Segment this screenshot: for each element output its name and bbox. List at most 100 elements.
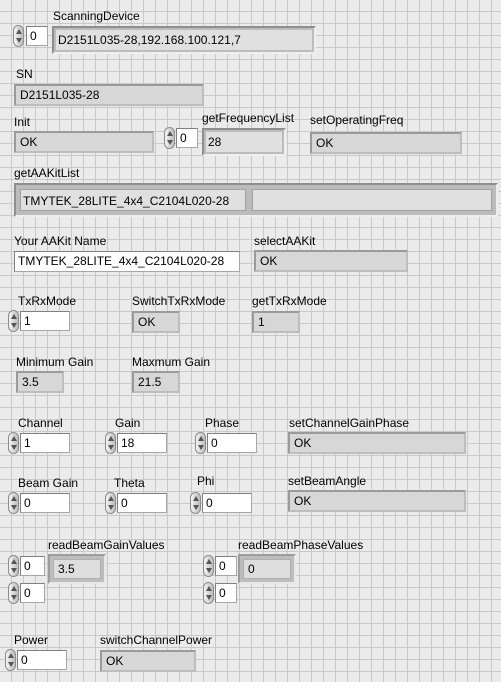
decrement-icon — [167, 140, 173, 145]
theta-input[interactable]: 0 — [117, 493, 167, 513]
maximum-gain-value: 21.5 — [132, 371, 180, 393]
increment-icon — [11, 586, 17, 591]
increment-icon — [8, 653, 14, 658]
aakit-list-indicator: TMYTEK_28LITE_4x4_C2104L020-28 — [14, 183, 498, 217]
theta-label: Theta — [114, 476, 145, 490]
switch-channel-power-value: OK — [100, 650, 196, 672]
init-label: Init — [14, 115, 31, 129]
decrement-icon — [11, 323, 17, 328]
read-beam-gain-array: 3.5 — [48, 554, 106, 584]
frequency-index-spinner[interactable] — [164, 127, 175, 149]
sn-label: SN — [16, 67, 33, 81]
aakit-list-value: TMYTEK_28LITE_4x4_C2104L020-28 — [20, 189, 246, 211]
txrx-mode-input[interactable]: 1 — [20, 311, 70, 331]
increment-icon — [11, 496, 17, 501]
phase-spinner[interactable] — [195, 432, 206, 454]
gain-input[interactable]: 18 — [117, 433, 167, 453]
sn-value: D2151L035-28 — [14, 84, 204, 106]
scanning-device-label: ScanningDevice — [53, 9, 140, 23]
read-phase-index1-spinner[interactable] — [203, 555, 214, 577]
increment-icon — [11, 436, 17, 441]
read-phase-index2-input[interactable]: 0 — [215, 583, 237, 603]
read-phase-index2-spinner[interactable] — [203, 582, 214, 604]
gain-label: Gain — [115, 416, 141, 430]
init-value: OK — [14, 131, 154, 153]
decrement-icon — [16, 38, 22, 43]
decrement-icon — [206, 568, 212, 573]
phi-spinner[interactable] — [190, 492, 201, 514]
minimum-gain-value: 3.5 — [16, 371, 64, 393]
gain-spinner[interactable] — [105, 432, 116, 454]
read-gain-index2-spinner[interactable] — [8, 582, 19, 604]
decrement-icon — [11, 568, 17, 573]
beam-gain-spinner[interactable] — [8, 492, 19, 514]
channel-input[interactable]: 1 — [20, 433, 70, 453]
frequency-index-input[interactable]: 0 — [176, 128, 198, 148]
set-beam-angle-label: setBeamAngle — [288, 474, 367, 488]
increment-icon — [11, 314, 17, 319]
select-aakit-value: OK — [254, 250, 408, 272]
set-operating-freq-value: OK — [310, 132, 462, 154]
txrx-mode-label: TxRxMode — [18, 294, 77, 308]
beam-gain-input[interactable]: 0 — [20, 493, 70, 513]
power-spinner[interactable] — [5, 649, 16, 671]
scanning-device-value: D2151L035-28,192.168.100.121,7 — [56, 30, 312, 50]
switch-txrx-mode-label: SwitchTxRxMode — [132, 294, 226, 308]
read-beam-phase-value: 0 — [243, 559, 291, 579]
increment-icon — [206, 559, 212, 564]
select-aakit-label: selectAAKit — [254, 234, 316, 248]
aakit-name-label: Your AAKit Name — [14, 234, 107, 248]
scanning-index-spinner[interactable] — [13, 25, 24, 47]
get-txrx-mode-value: 1 — [252, 311, 300, 333]
phase-label: Phase — [205, 416, 240, 430]
increment-icon — [108, 436, 114, 441]
set-channel-gain-phase-value: OK — [288, 432, 466, 454]
increment-icon — [167, 131, 173, 136]
switch-channel-power-label: switchChannelPower — [100, 633, 213, 647]
decrement-icon — [108, 445, 114, 450]
decrement-icon — [108, 505, 114, 510]
minimum-gain-label: Minimum Gain — [16, 355, 94, 369]
increment-icon — [198, 436, 204, 441]
get-aakit-list-label: getAAKitList — [14, 166, 80, 180]
set-channel-gain-phase-label: setChannelGainPhase — [289, 416, 410, 430]
get-frequency-list-label: getFrequencyList — [202, 111, 295, 125]
channel-spinner[interactable] — [8, 432, 19, 454]
switch-txrx-mode-value: OK — [132, 311, 180, 333]
decrement-icon — [8, 662, 14, 667]
power-input[interactable]: 0 — [17, 650, 67, 670]
decrement-icon — [198, 445, 204, 450]
read-phase-index1-input[interactable]: 0 — [215, 556, 237, 576]
theta-spinner[interactable] — [105, 492, 116, 514]
read-beam-gain-values-label: readBeamGainValues — [48, 538, 165, 552]
decrement-icon — [11, 445, 17, 450]
set-operating-freq-label: setOperatingFreq — [310, 113, 404, 127]
frequency-list-value: 28 — [206, 132, 282, 152]
phi-label: Phi — [197, 474, 215, 488]
power-label: Power — [14, 633, 49, 647]
phase-input[interactable]: 0 — [207, 433, 257, 453]
increment-icon — [193, 496, 199, 501]
phi-input[interactable]: 0 — [202, 493, 252, 513]
frequency-list-indicator: 28 — [202, 128, 286, 156]
aakit-list-value-2 — [252, 189, 492, 211]
increment-icon — [206, 586, 212, 591]
increment-icon — [108, 496, 114, 501]
read-gain-index1-input[interactable]: 0 — [20, 556, 45, 576]
aakit-name-input[interactable]: TMYTEK_28LITE_4x4_C2104L020-28 — [14, 251, 240, 272]
txrx-mode-spinner[interactable] — [8, 310, 19, 332]
scanning-device-indicator: D2151L035-28,192.168.100.121,7 — [52, 26, 316, 54]
decrement-icon — [11, 595, 17, 600]
read-gain-index1-spinner[interactable] — [8, 555, 19, 577]
read-gain-index2-input[interactable]: 0 — [20, 583, 45, 603]
channel-label: Channel — [18, 416, 63, 430]
read-beam-phase-array: 0 — [238, 554, 296, 584]
scanning-index-input[interactable]: 0 — [26, 26, 48, 46]
read-beam-gain-value: 3.5 — [53, 559, 101, 579]
beam-gain-label: Beam Gain — [18, 476, 79, 490]
increment-icon — [16, 29, 22, 34]
read-beam-phase-values-label: readBeamPhaseValues — [238, 538, 364, 552]
decrement-icon — [11, 505, 17, 510]
decrement-icon — [206, 595, 212, 600]
increment-icon — [11, 559, 17, 564]
